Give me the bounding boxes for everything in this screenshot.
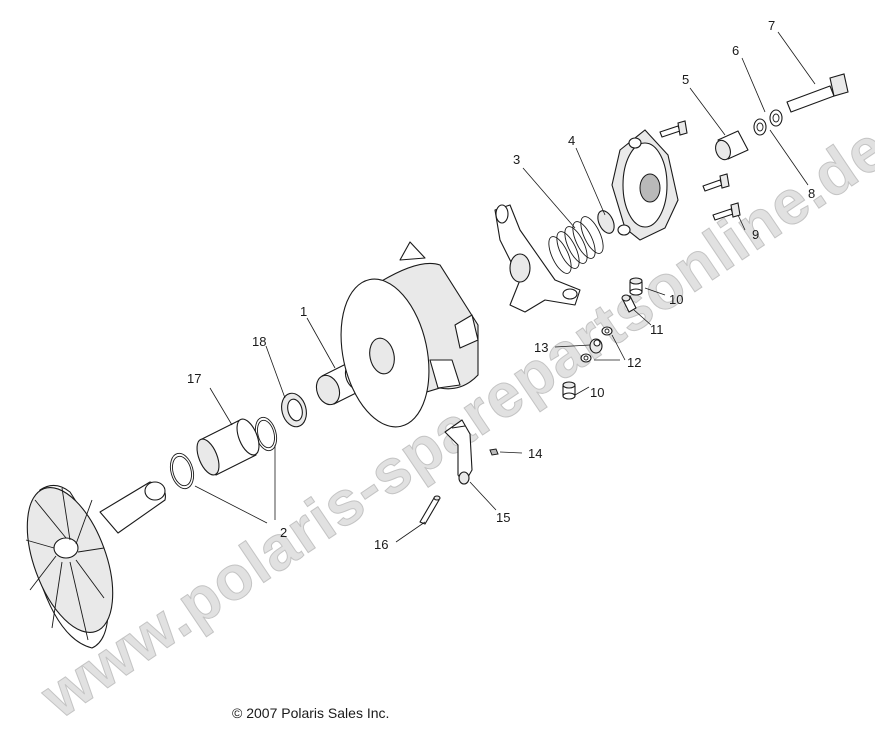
callout-10-lower: 10 [590, 385, 604, 400]
pin-part-11 [621, 294, 637, 313]
callout-2: 2 [280, 525, 287, 540]
washer-part-8 [753, 118, 767, 136]
callout-7: 7 [768, 18, 775, 33]
washer-part-6 [769, 109, 783, 127]
callout-15: 15 [496, 510, 510, 525]
callout-14: 14 [528, 446, 542, 461]
weight-arm-part-15 [444, 419, 473, 485]
snap-ring-part-2 [169, 416, 278, 490]
callout-8: 8 [808, 186, 815, 201]
callout-3: 3 [513, 152, 520, 167]
svg-text:www.polaris-sparepartsonline.d: www.polaris-sparepartsonline.de [28, 113, 875, 731]
moveable-sheave [340, 241, 479, 428]
callout-12: 12 [627, 355, 641, 370]
watermark: www.polaris-sparepartsonline.de [28, 113, 875, 731]
washer-part-12 [580, 326, 613, 363]
button-part-13 [589, 338, 603, 354]
bolt-part-7 [786, 73, 849, 113]
callout-4: 4 [568, 133, 575, 148]
sleeve-part-5 [715, 130, 749, 161]
spider-part-3 [494, 204, 581, 313]
callout-10-upper: 10 [669, 292, 683, 307]
spacer-ring [597, 210, 615, 234]
callout-numbers: 1 2 3 4 5 6 7 8 9 10 10 11 12 13 14 15 1… [187, 18, 815, 552]
roller-part-10-upper [629, 277, 643, 296]
callout-1: 1 [300, 304, 307, 319]
nut-part-14 [489, 448, 499, 456]
pin-part-16 [419, 495, 441, 525]
spring-part-4 [548, 216, 604, 274]
leader-lines [194, 31, 816, 543]
callout-11: 11 [650, 322, 664, 337]
fixed-sheave-fan [25, 481, 166, 649]
callout-9: 9 [752, 227, 759, 242]
callout-16: 16 [374, 537, 388, 552]
bolts-part-9 [659, 120, 741, 221]
callout-6: 6 [732, 43, 739, 58]
callout-5: 5 [682, 72, 689, 87]
cover-plate [611, 129, 679, 241]
copyright-notice: © 2007 Polaris Sales Inc. [232, 705, 390, 721]
callout-17: 17 [187, 371, 201, 386]
washer-part-18 [281, 392, 307, 428]
sleeve-part-17 [196, 418, 260, 476]
callout-13: 13 [534, 340, 548, 355]
roller-part-10-lower [562, 381, 576, 400]
callout-18: 18 [252, 334, 266, 349]
